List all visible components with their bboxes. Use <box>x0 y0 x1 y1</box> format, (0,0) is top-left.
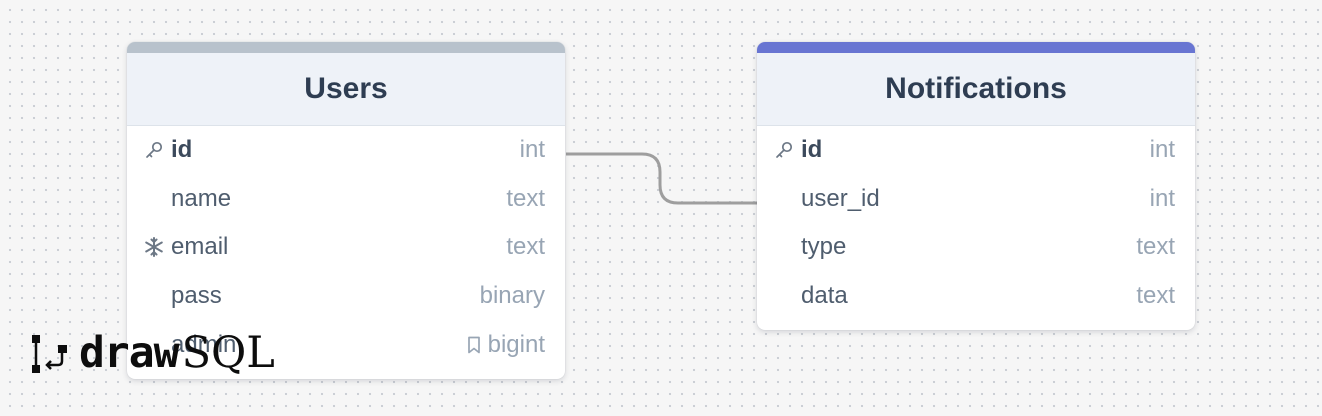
users-column-name[interactable]: name text <box>127 175 565 224</box>
snowflake-icon <box>143 236 165 258</box>
notifications-table-accent-bar <box>757 42 1195 53</box>
users-column-pass[interactable]: pass binary <box>127 272 565 321</box>
notifications-column-type[interactable]: type text <box>757 223 1195 272</box>
users-column-pass-name: pass <box>171 282 222 310</box>
notifications-table-title: Notifications <box>885 72 1067 105</box>
notifications-column-data[interactable]: data text <box>757 272 1195 321</box>
users-column-id-type: int <box>519 136 545 164</box>
users-column-admin[interactable]: admin bigint <box>127 320 565 369</box>
users-table-title: Users <box>304 72 388 105</box>
notifications-column-id-type: int <box>1149 136 1175 164</box>
notifications-column-data-name: data <box>801 282 848 310</box>
notifications-column-data-type: text <box>1136 282 1175 310</box>
drawsql-logo-draw-text: draw <box>79 328 180 378</box>
notifications-column-type-type: text <box>1136 233 1175 261</box>
notifications-column-user-id-name: user_id <box>801 184 880 212</box>
notifications-column-id[interactable]: id int <box>757 126 1195 175</box>
notifications-column-id-name: id <box>801 136 823 164</box>
notifications-column-user-id-type: int <box>1149 184 1175 212</box>
users-table[interactable]: Users id int name text email <box>127 42 565 379</box>
users-table-header[interactable]: Users <box>127 53 565 126</box>
users-column-email-name: email <box>171 233 229 261</box>
bookmark-icon <box>465 335 483 355</box>
users-column-id[interactable]: id int <box>127 126 565 175</box>
notifications-table[interactable]: Notifications id int user_id int type te… <box>757 42 1195 330</box>
users-column-admin-type: bigint <box>487 330 545 358</box>
drawsql-logo-icon <box>32 335 67 373</box>
users-column-id-name: id <box>171 136 193 164</box>
key-icon <box>143 139 165 161</box>
drawsql-logo-sql-text: SQL <box>181 328 275 378</box>
drawsql-watermark: draw SQL <box>30 328 275 378</box>
notifications-table-header[interactable]: Notifications <box>757 53 1195 126</box>
users-column-email-type: text <box>506 233 545 261</box>
users-column-name-name: name <box>171 184 232 212</box>
users-column-admin-name: admin <box>171 330 237 358</box>
notifications-column-type-name: type <box>801 233 847 261</box>
users-column-name-type: text <box>506 184 545 212</box>
users-table-accent-bar <box>127 42 565 53</box>
users-column-pass-type: binary <box>479 282 545 310</box>
notifications-column-user-id[interactable]: user_id int <box>757 175 1195 224</box>
users-column-admin-type-wrap: bigint <box>465 331 545 359</box>
key-icon <box>773 139 795 161</box>
users-column-email[interactable]: email text <box>127 223 565 272</box>
